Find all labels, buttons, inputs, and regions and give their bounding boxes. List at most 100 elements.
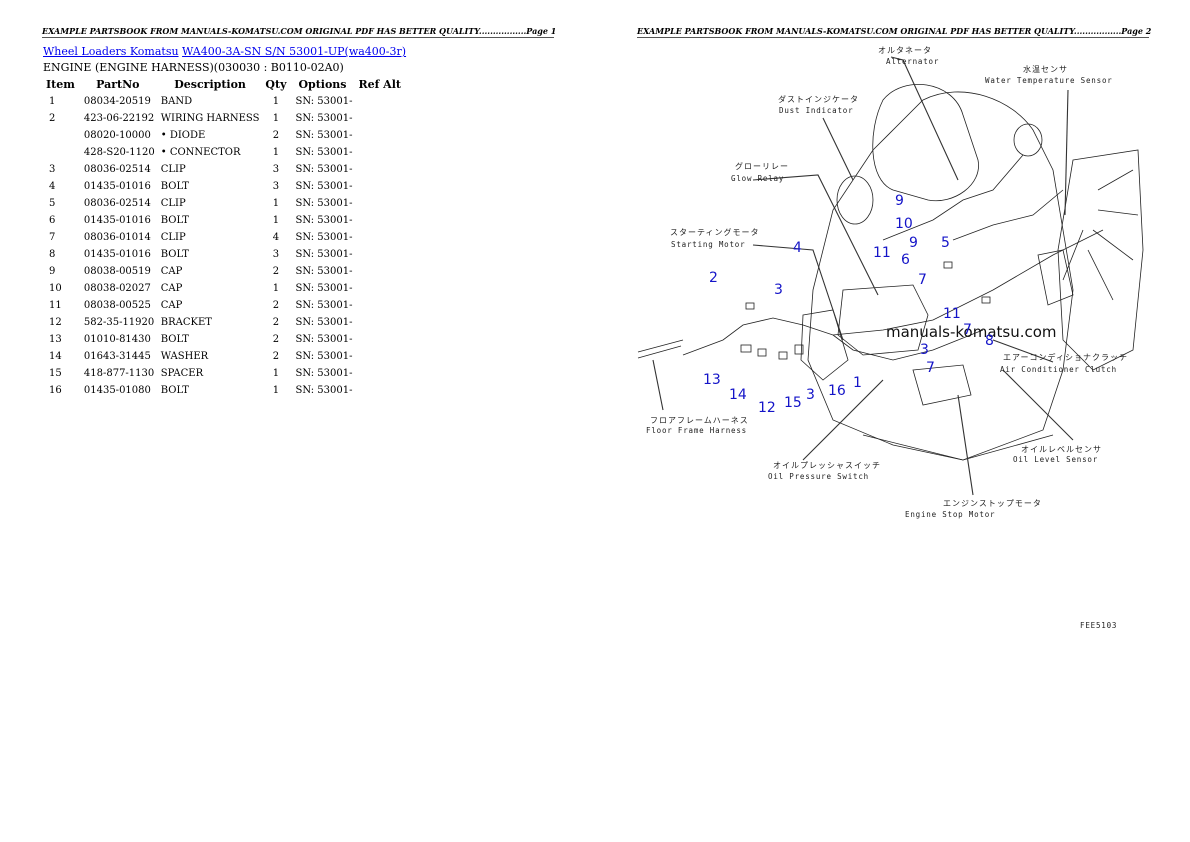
header-divider xyxy=(637,37,1149,38)
label-water-temp-jp: 水温センサ xyxy=(1023,64,1068,74)
cell-refalt xyxy=(355,297,404,314)
callout-number: 3 xyxy=(920,342,929,358)
cell-refalt xyxy=(355,127,404,144)
cell-options: SN: 53001- xyxy=(295,147,353,158)
label-aircon-jp: エアーコンディショナクラッチ xyxy=(1003,352,1128,362)
col-header-qty: Qty xyxy=(265,78,287,91)
cell-item: 15 xyxy=(49,368,62,379)
cell-description: BRACKET xyxy=(160,317,212,328)
cell-partno: 418-877-1130 xyxy=(83,368,155,379)
leader-floor xyxy=(652,359,664,411)
label-oilpress-jp: オイルプレッシャスイッチ xyxy=(773,461,881,470)
cell-partno: 08038-00525 xyxy=(83,300,151,311)
leader-oilpress xyxy=(802,379,884,461)
starting-motor-shape xyxy=(800,309,849,381)
callout-number: 2 xyxy=(709,270,718,286)
cell-qty: 1 xyxy=(272,385,280,396)
callout-number: 13 xyxy=(703,372,721,388)
callout-number: 7 xyxy=(918,272,927,288)
cell-refalt xyxy=(355,280,404,297)
air-cleaner-outline xyxy=(872,84,979,202)
cell-qty: 3 xyxy=(272,164,280,175)
cell-refalt xyxy=(355,229,404,246)
col-header-options: Options xyxy=(298,78,347,91)
cell-refalt xyxy=(355,161,404,178)
cell-description: BOLT xyxy=(160,249,189,260)
leader-oillevel xyxy=(1002,369,1074,441)
col-header-item: Item xyxy=(46,78,75,91)
label-dust: Dust Indicator xyxy=(779,106,853,115)
cell-options: SN: 53001- xyxy=(295,266,353,277)
cell-partno: 08020-10000 xyxy=(83,130,151,141)
cell-qty: 2 xyxy=(272,317,280,328)
cell-description: WIRING HARNESS xyxy=(160,113,260,124)
cell-refalt xyxy=(355,365,404,382)
oil-pan-outline xyxy=(862,434,1054,461)
label-alternator-jp: オルタネータ xyxy=(878,46,932,55)
page-header: EXAMPLE PARTSBOOK FROM MANUALS-KOMATSU.C… xyxy=(42,26,557,36)
cell-refalt xyxy=(355,331,404,348)
parts-table: Item PartNo Description Qty Options Ref … xyxy=(43,76,404,399)
cell-description: CLIP xyxy=(160,164,186,175)
callout-number: 5 xyxy=(941,235,950,251)
callout-number: 11 xyxy=(943,306,961,322)
cell-partno: 01435-01016 xyxy=(83,215,151,226)
cell-qty: 1 xyxy=(272,113,280,124)
small-parts xyxy=(740,261,991,360)
cell-qty: 1 xyxy=(272,283,280,294)
cell-item: 1 xyxy=(49,96,56,107)
cell-partno: 582-35-11920 xyxy=(83,317,155,328)
leader-water-temp xyxy=(1064,89,1069,216)
fan-blades xyxy=(1062,169,1139,301)
breadcrumb-link-model[interactable]: WA400-3A-SN S/N 53001-UP(wa400-3r) xyxy=(182,45,407,58)
breadcrumb-link-category[interactable]: Wheel Loaders Komatsu xyxy=(43,45,179,58)
cell-item: 5 xyxy=(49,198,56,209)
cell-item: 2 xyxy=(49,113,56,124)
label-aircon: Air Conditioner Clutch xyxy=(1000,365,1117,374)
watermark: manuals-komatsu.com xyxy=(886,323,1057,341)
label-oilpress: Oil Pressure Switch xyxy=(768,472,869,481)
cell-qty: 2 xyxy=(272,351,280,362)
cell-options: SN: 53001- xyxy=(295,334,353,345)
cell-refalt xyxy=(355,144,404,161)
cell-options: SN: 53001- xyxy=(295,351,353,362)
cell-options: SN: 53001- xyxy=(295,249,353,260)
callout-number: 1 xyxy=(853,375,862,391)
cell-description: CLIP xyxy=(160,232,186,243)
bolt-13 xyxy=(740,344,752,353)
engine-block-outline xyxy=(807,91,1074,461)
callout-number: 7 xyxy=(926,360,935,376)
cell-partno: 08036-01014 xyxy=(83,232,151,243)
cell-qty: 1 xyxy=(272,368,280,379)
leader-dust xyxy=(822,117,854,181)
callout-number: 10 xyxy=(895,216,913,232)
cell-partno: 08036-02514 xyxy=(83,164,151,175)
callout-number: 7 xyxy=(963,322,972,338)
cell-description: CLIP xyxy=(160,198,186,209)
cell-refalt xyxy=(355,263,404,280)
cell-item: 9 xyxy=(49,266,56,277)
cell-refalt xyxy=(355,212,404,229)
cell-qty: 1 xyxy=(272,96,280,107)
label-alternator: Alternator xyxy=(886,57,939,66)
cell-partno: 01010-81430 xyxy=(83,334,151,345)
washer-14 xyxy=(757,348,767,357)
cell-options: SN: 53001- xyxy=(295,164,353,175)
cell-item: 16 xyxy=(49,385,62,396)
cell-partno: 423-06-22192 xyxy=(83,113,155,124)
label-floor: Floor Frame Harness xyxy=(646,426,747,435)
cell-description: CAP xyxy=(160,283,183,294)
header-divider xyxy=(42,37,554,38)
leader-starting xyxy=(752,244,844,341)
cell-description: CAP xyxy=(160,300,183,311)
cell-refalt xyxy=(355,178,404,195)
cell-item: 6 xyxy=(49,215,56,226)
alternator-shape xyxy=(1013,123,1043,157)
